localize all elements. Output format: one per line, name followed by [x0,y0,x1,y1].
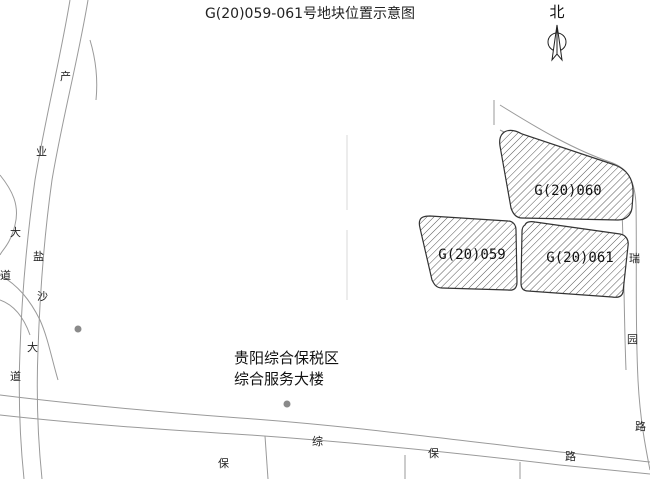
road-west-curve-b [0,274,59,381]
poi-name-line1: 贵阳综合保税区 [234,349,339,367]
road-label-zongbao-4: 路 [565,450,576,463]
north-label: 北 [549,3,564,21]
road-west-curve-a [0,174,17,256]
north-arrow: 北 [547,3,567,62]
parcels: G(20)060 G(20)059 G(20)061 [418,129,634,298]
road-west-edge-b [36,0,89,479]
road-bottom-branch [264,435,269,479]
west-dot [74,325,82,333]
parcel-060-label: G(20)060 [534,183,601,199]
parcel-061[interactable] [520,221,629,298]
road-label-yansha-5: 道 [10,369,21,383]
road-bottom-edge-b [0,414,650,475]
road-label-industry-2: 业 [36,145,47,158]
poi-service-building: 贵阳综合保税区 综合服务大楼 [74,325,339,408]
road-label-zongbao-3: 保 [428,446,439,460]
road-label-zongbao-1: 保 [218,456,229,470]
parcel-061-label: G(20)061 [546,250,613,266]
road-west-edge-c [89,39,98,101]
road-label-industry-1: 产 [60,69,71,83]
poi-dot [283,400,291,408]
road-label-ruiyuan-3: 路 [635,420,646,433]
road-label-ruiyuan-1: 瑞 [629,251,640,265]
parcel-059-label: G(20)059 [438,247,505,263]
road-label-yansha-4: 大 [27,340,38,354]
parcel-060[interactable] [499,129,634,221]
road-label-yansha-2: 盐 [33,250,44,263]
map-title: G(20)059-061号地块位置示意图 [205,5,415,22]
poi-name-line2: 综合服务大楼 [234,370,324,388]
road-west-edge-a [18,0,71,479]
road-label-yansha-1: 大 [10,225,21,239]
road-label-ruiyuan-2: 园 [627,333,638,346]
road-bottom-edge-a [0,394,650,463]
road-label-zongbao-2: 综 [312,434,323,448]
road-labels: 产 业 大 盐 沙 大 道 道 瑞 园 路 保 综 保 路 [0,69,646,470]
road-east-edge-a [499,104,650,471]
road-west-curve-c [0,299,31,336]
road-label-yansha-3: 沙 [37,290,48,303]
road-label-dao-fragment: 道 [0,268,11,282]
parcel-059[interactable] [418,215,518,291]
